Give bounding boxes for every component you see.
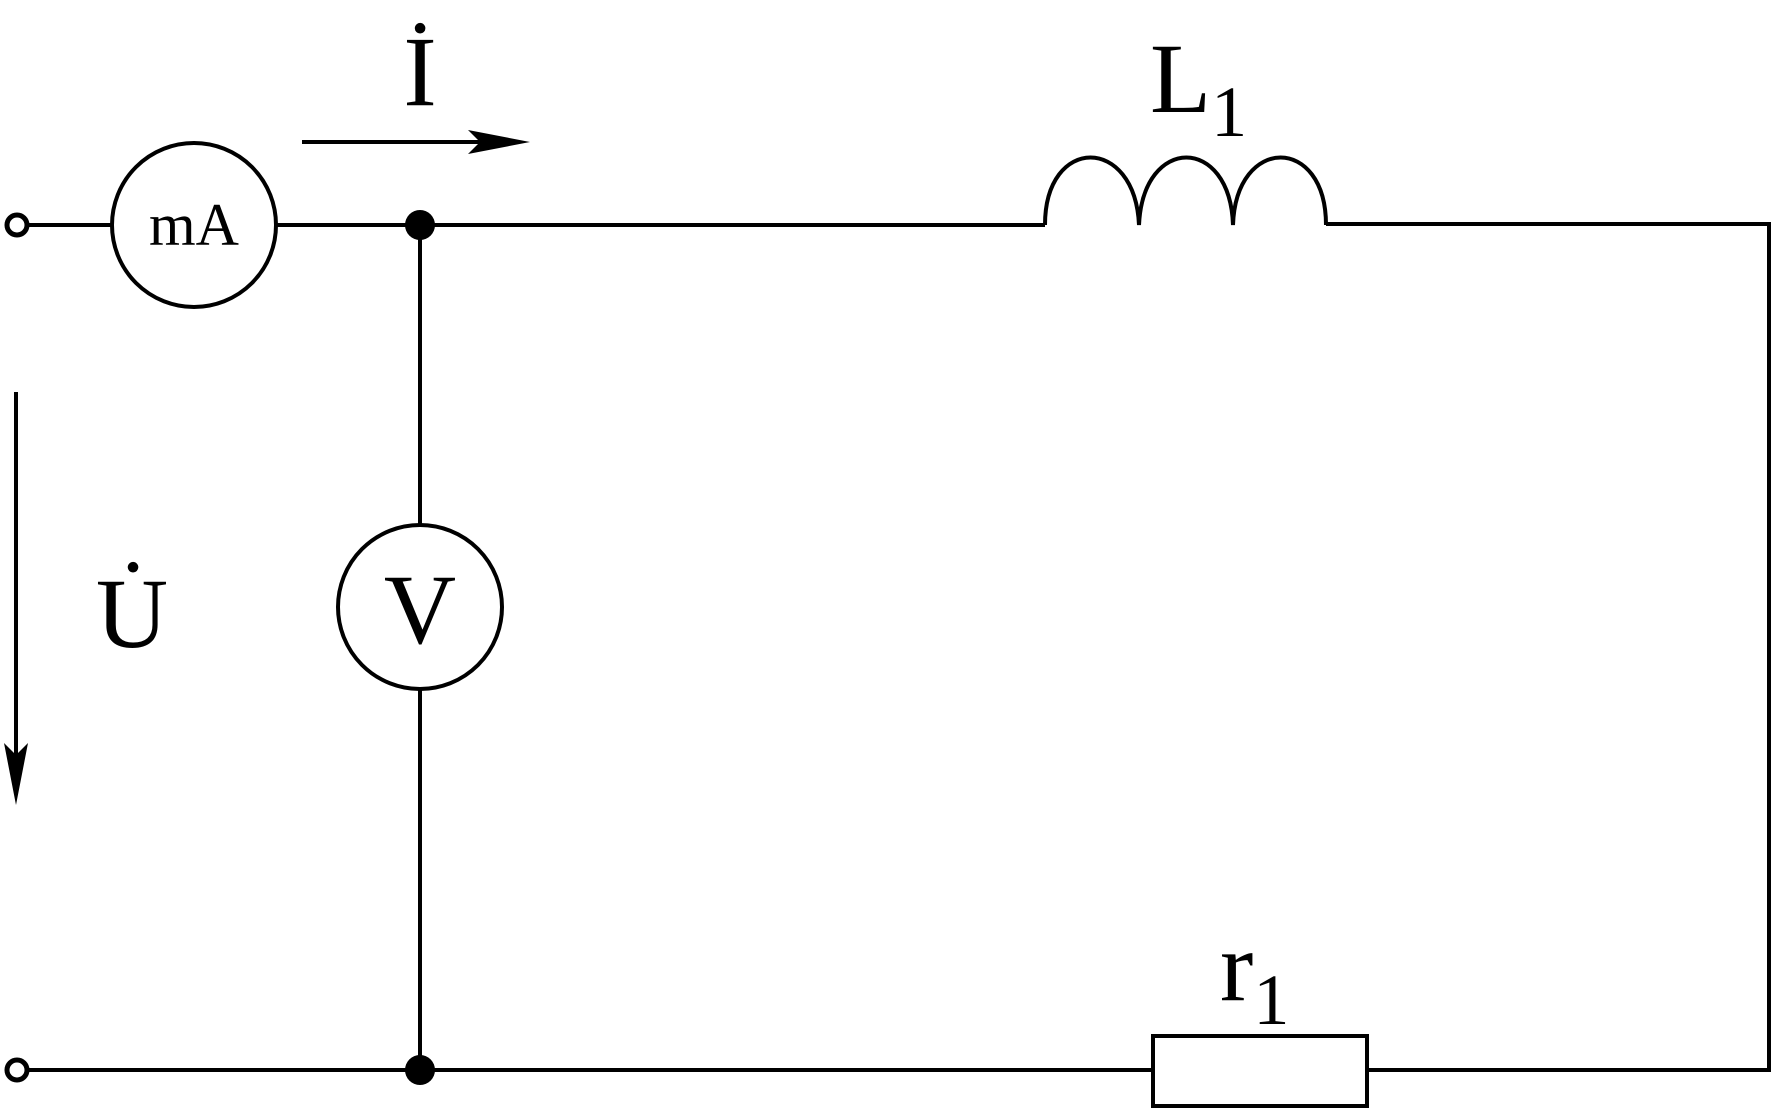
current-label: İ bbox=[403, 16, 436, 127]
resistor-symbol: r bbox=[1220, 911, 1253, 1022]
voltmeter: V bbox=[336, 523, 504, 691]
terminal-top bbox=[4, 212, 30, 238]
current-arrow bbox=[302, 130, 530, 154]
resistor-label: r1 bbox=[1220, 911, 1289, 1040]
inductor-subscript: 1 bbox=[1211, 72, 1247, 152]
voltage-label: U̇ bbox=[96, 558, 168, 669]
voltmeter-label: V bbox=[384, 554, 456, 665]
ammeter-label: mA bbox=[149, 192, 239, 258]
inductor-label: L1 bbox=[1150, 23, 1247, 152]
resistor bbox=[1151, 1034, 1369, 1108]
inductor-symbol: L bbox=[1150, 23, 1211, 134]
voltage-arrow bbox=[4, 392, 28, 805]
resistor-subscript: 1 bbox=[1253, 960, 1289, 1040]
junction-bottom bbox=[405, 1055, 435, 1085]
terminal-bottom bbox=[4, 1057, 30, 1083]
junction-top bbox=[405, 210, 435, 240]
inductor-coil bbox=[1043, 155, 1328, 226]
ammeter: mA bbox=[110, 141, 278, 309]
